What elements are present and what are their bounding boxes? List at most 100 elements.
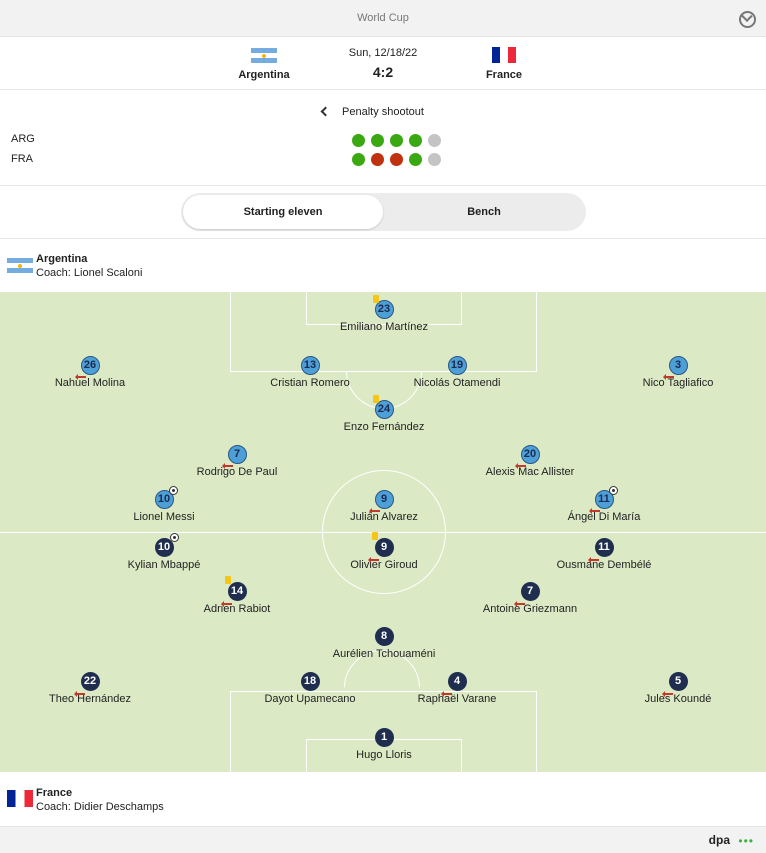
player-name: Antoine Griezmann xyxy=(482,603,578,615)
tab-starting-eleven[interactable]: Starting eleven xyxy=(183,195,383,229)
top-goal-area xyxy=(306,292,462,325)
top-penalty-area xyxy=(230,292,537,372)
penalty-scored-dot xyxy=(409,153,422,166)
substitution-arrow-icon xyxy=(220,601,232,607)
penalty-scored-dot xyxy=(352,153,365,166)
player-number: 9 xyxy=(367,532,394,563)
substitution-arrow-icon xyxy=(661,691,673,697)
chevron-left-icon[interactable] xyxy=(320,106,331,117)
argentina-flag-icon xyxy=(251,48,277,63)
player-name: Theo Hernández xyxy=(49,693,131,705)
player-number: 19 xyxy=(447,356,467,375)
away-coach: Coach: Didier Deschamps xyxy=(36,801,164,813)
player-number: 11 xyxy=(587,538,614,563)
divider xyxy=(0,238,766,239)
player-name: Ángel Di María xyxy=(567,511,641,523)
penalty-not-taken-dot xyxy=(428,153,441,166)
penalty-missed-dot xyxy=(371,153,384,166)
lineup-tabs: Starting eleven Bench xyxy=(181,193,586,231)
penalty-scored-dot xyxy=(371,134,384,147)
yellow-card-icon xyxy=(372,395,379,403)
substitution-arrow-icon xyxy=(73,691,85,697)
away-team-name: France xyxy=(485,69,523,81)
player-number: 8 xyxy=(374,627,394,646)
player-name: Kylian Mbappé xyxy=(127,559,201,571)
home-team-label: Argentina xyxy=(36,253,88,265)
player-number: 18 xyxy=(300,672,320,691)
goal-ball-icon xyxy=(169,533,179,542)
substitution-arrow-icon xyxy=(221,463,233,469)
goal-ball-icon xyxy=(608,486,618,495)
france-flag-icon xyxy=(7,790,33,807)
player-number: 1 xyxy=(374,728,394,747)
player-name: Dayot Upamecano xyxy=(264,693,356,705)
yellow-card-icon xyxy=(371,532,378,540)
substitution-arrow-icon xyxy=(514,463,526,469)
player-name: Emiliano Martínez xyxy=(339,321,429,333)
argentina-flag-icon xyxy=(7,258,33,273)
player-number: 7 xyxy=(221,445,247,469)
substitution-arrow-icon xyxy=(662,374,674,380)
player-number: 20 xyxy=(514,445,540,469)
match-date: Sun, 12/18/22 xyxy=(348,47,418,59)
home-coach: Coach: Lionel Scaloni xyxy=(36,267,143,279)
player-name: Nico Tagliafico xyxy=(642,377,714,389)
player-name: Jules Koundé xyxy=(644,693,712,705)
dpa-logo: dpa xyxy=(708,833,730,847)
home-team-name: Argentina xyxy=(238,69,290,81)
france-flag-icon xyxy=(492,47,516,63)
penalty-not-taken-dot xyxy=(428,134,441,147)
competition-title: World Cup xyxy=(357,12,409,24)
home-abbr: ARG xyxy=(11,133,35,145)
shootout-title: Penalty shootout xyxy=(342,106,424,118)
player-number: 22 xyxy=(73,672,100,697)
player-number: 26 xyxy=(74,356,100,380)
penalty-missed-dot xyxy=(390,153,403,166)
player-number: 13 xyxy=(300,356,320,375)
clock-icon[interactable] xyxy=(739,11,756,28)
substitution-arrow-icon xyxy=(74,374,86,380)
penalty-scored-dot xyxy=(352,134,365,147)
player-name: Enzo Fernández xyxy=(343,421,425,433)
player-number: 10 xyxy=(154,486,178,509)
substitution-arrow-icon xyxy=(587,557,599,563)
competition-header: World Cup xyxy=(0,0,766,37)
bottom-penalty-area xyxy=(230,691,537,772)
player-number: 14 xyxy=(220,576,247,607)
player-number: 23 xyxy=(372,295,394,319)
player-name: Nicolás Otamendi xyxy=(413,377,501,389)
player-number: 3 xyxy=(662,356,688,380)
player-name: Nahuel Molina xyxy=(54,377,126,389)
substitution-arrow-icon xyxy=(513,601,525,607)
home-team-info: Argentina Coach: Lionel Scaloni xyxy=(0,253,766,293)
yellow-card-icon xyxy=(372,295,379,303)
player-number: 11 xyxy=(588,486,618,514)
match-score: 4:2 xyxy=(372,64,394,80)
tab-bench[interactable]: Bench xyxy=(467,206,501,218)
player-number: 5 xyxy=(661,672,688,697)
substitution-arrow-icon xyxy=(367,557,379,563)
